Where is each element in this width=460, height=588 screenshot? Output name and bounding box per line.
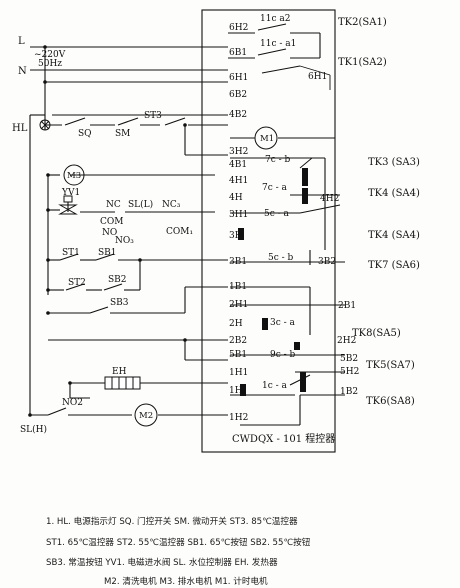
label-SM: SM <box>115 129 130 139</box>
terminal-1b1: 1B1 <box>229 282 247 292</box>
legend: 1. HL. 电源指示灯 SQ. 门控开关 SM. 微动开关 ST3. 85℃温… <box>46 515 311 587</box>
terminal-5b1: 5B1 <box>229 350 247 360</box>
terminal-4h2: 4H2 <box>320 194 339 204</box>
terminal-3h1: 3H1 <box>229 210 248 220</box>
terminal-3b1: 3B1 <box>229 257 247 267</box>
relay-coil-9c-b <box>294 342 300 350</box>
terminal-4h1: 4H1 <box>229 176 248 186</box>
label-SB3: SB3 <box>110 298 129 308</box>
terminal-2b1: 2B1 <box>338 301 356 311</box>
tk1-label: TK1(SA2) <box>338 57 387 68</box>
terminal-6h1-left: 6H1 <box>229 73 248 83</box>
motor-m3-symbol <box>63 164 85 186</box>
label-SB2: SB2 <box>108 275 127 285</box>
tk3-label: TK3 (SA3) <box>368 157 420 168</box>
wiring <box>29 9 345 453</box>
contact-7c-b: 7c - b <box>265 155 291 165</box>
terminal-1h2: 1H2 <box>229 413 248 423</box>
legend-line-2: ST1. 65℃温控器 ST2. 55℃温控器 SB1. 65℃按钮 SB2. … <box>46 536 311 548</box>
relay-coil-1c-a <box>240 372 306 396</box>
terminal-3h2: 3H2 <box>229 147 248 157</box>
relay-coil-7c-b <box>302 168 308 186</box>
heater-eh-symbol <box>104 376 141 390</box>
label-YV1: YV1 <box>61 188 80 198</box>
terminal-4h: 4H <box>229 193 243 203</box>
terminal-1b2: 1B2 <box>340 387 358 397</box>
contact-5c-b: 5c - b <box>268 253 294 263</box>
label-NC3: NC₃ <box>162 200 181 210</box>
terminal-2h: 2H <box>229 319 243 329</box>
terminal-6h1-right: 6H1 <box>308 72 327 82</box>
motor-m2-symbol <box>134 403 158 427</box>
relay-coil-5c-b <box>238 228 244 240</box>
terminal-4b2: 4B2 <box>229 110 247 120</box>
terminal-2h1: 2H1 <box>229 300 248 310</box>
label-ST2: ST2 <box>68 278 86 288</box>
tk4-label-1: TK4 (SA4) <box>368 188 420 199</box>
terminal-5b2: 5B2 <box>340 354 358 364</box>
terminal-2b2: 2B2 <box>229 336 247 346</box>
label-M1: M1 <box>260 134 274 144</box>
terminal-4b1: 4B1 <box>229 160 247 170</box>
legend-line-1: 1. HL. 电源指示灯 SQ. 门控开关 SM. 微动开关 ST3. 85℃温… <box>46 515 298 527</box>
relay-coil-3c-a <box>262 318 268 330</box>
label-frequency: 50Hz <box>38 59 62 69</box>
tk4-label-2: TK4 (SA4) <box>368 230 420 241</box>
label-SL-L: SL(L) <box>128 199 153 210</box>
label-EH: EH <box>112 367 127 377</box>
terminal-5h2: 5H2 <box>340 367 359 377</box>
label-L: L <box>18 36 25 47</box>
label-N: N <box>18 66 27 77</box>
contact-3c-a: 3c - a <box>270 318 296 328</box>
terminal-1h1: 1H1 <box>229 368 248 378</box>
label-SQ: SQ <box>78 129 92 139</box>
contact-9c-b: 9c - b <box>270 350 296 360</box>
legend-line-3: SB3. 常温按钮 YV1. 电磁进水阀 SL. 水位控制器 EH. 发热器 <box>46 556 278 568</box>
label-HL: HL <box>12 123 28 134</box>
tk6-label: TK6(SA8) <box>366 396 415 407</box>
label-NC: NC <box>106 200 121 210</box>
legend-line-4: M2. 清洗电机 M3. 排水电机 M1. 计时电机 <box>104 575 268 587</box>
tk7-label: TK7 (SA6) <box>368 260 420 271</box>
relay-coil-7c-a <box>302 188 308 204</box>
label-SL-H: SL(H) <box>20 424 47 435</box>
terminal-1h: 1H <box>229 386 243 396</box>
terminal-3h: 3H <box>229 231 243 241</box>
contact-1c-a: 1c - a <box>262 381 288 391</box>
terminal-dots <box>28 45 187 417</box>
label-voltage: ~220V <box>34 50 66 60</box>
label-SB1: SB1 <box>98 248 117 258</box>
label-NO: NO <box>102 228 117 238</box>
valve-yv1-symbol <box>58 195 78 215</box>
label-COM: COM <box>100 217 123 227</box>
indicator-lamp-symbol <box>39 119 51 131</box>
controller-name: CWDQX - 101 程控器 <box>232 432 335 445</box>
label-ST3: ST3 <box>144 111 162 121</box>
motor-m1-symbol <box>254 126 278 150</box>
tk2-label: TK2(SA1) <box>338 17 387 28</box>
contact-7c-a: 7c - a <box>262 183 288 193</box>
label-M2: M2 <box>139 411 153 421</box>
terminal-3b2: 3B2 <box>318 257 336 267</box>
label-ST1: ST1 <box>62 248 80 258</box>
terminal-6b2: 6B2 <box>229 90 247 100</box>
controller-box <box>201 9 336 453</box>
terminal-6h2: 6H2 <box>229 23 248 33</box>
terminal-6b1: 6B1 <box>229 48 247 58</box>
label-COM1: COM₁ <box>166 227 193 237</box>
label-NO2: NO2 <box>62 398 83 408</box>
contact-5c-a: 5c - a <box>264 209 290 219</box>
label-M3: M3 <box>67 171 81 181</box>
tk5-label: TK5(SA7) <box>366 360 415 371</box>
contact-11c-a1: 11c - a1 <box>260 39 296 49</box>
contact-11c-a2: 11c a2 <box>260 14 290 24</box>
terminal-2h2: 2H2 <box>337 336 356 346</box>
tk8-label: TK8(SA5) <box>352 328 401 339</box>
text-labels: L ~220V 50Hz N 6H2 11c a2 6B1 11c - a1 6… <box>12 14 420 445</box>
label-NO3: NO₃ <box>115 236 134 246</box>
